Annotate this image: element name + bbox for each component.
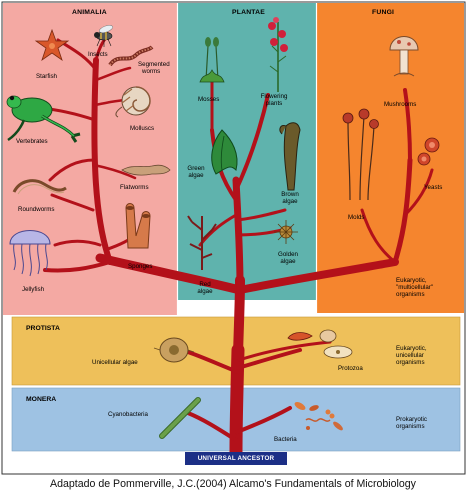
yeast-icon [417, 137, 440, 166]
label-golden-2: algae [280, 258, 296, 265]
flatworm-icon [121, 164, 171, 176]
label-prokaryotic-1: Prokaryotic [396, 416, 427, 423]
plantae-title: PLANTAE [232, 9, 265, 16]
label-insects: Insects [88, 51, 108, 58]
label-green-2: algae [188, 172, 204, 179]
label-brown-2: algae [282, 198, 298, 205]
flowering-plant-icon [268, 17, 288, 92]
label-mosses: Mosses [198, 96, 220, 103]
golden-algae-icon [274, 220, 298, 244]
insect-icon [94, 25, 113, 47]
green-algae-icon [211, 129, 238, 175]
bacteria-icon [294, 402, 343, 431]
label-flowering-2: plants [265, 100, 283, 107]
label-cyanobacteria: Cyanobacteria [108, 411, 148, 418]
label-mushrooms: Mushrooms [384, 101, 417, 108]
protozoa-icon [287, 329, 353, 359]
fungi-title: FUNGI [372, 9, 395, 16]
label-bacteria: Bacteria [274, 436, 297, 443]
label-protozoa: Protozoa [338, 365, 363, 372]
label-green-1: Green [187, 165, 205, 172]
moss-icon [199, 37, 225, 83]
brown-algae-icon [279, 122, 301, 191]
label-brown-1: Brown [281, 191, 299, 198]
label-segmented-worms-2: worms [142, 68, 161, 75]
red-algae-icon [187, 215, 217, 270]
label-eukaryotic-uni-1: Eukaryotic, [396, 345, 427, 352]
label-molds: Molds [348, 214, 365, 221]
protista-title: PROTISTA [26, 325, 60, 332]
label-red-2: algae [197, 288, 213, 295]
starfish-icon [34, 28, 70, 62]
unicellular-algae-icon [153, 337, 195, 363]
mollusc-icon [115, 86, 151, 118]
label-sponges: Sponges [128, 263, 153, 270]
segmented-worm-icon [108, 45, 154, 67]
label-segmented-worms-1: Segmented [138, 61, 170, 68]
universal-ancestor-label: UNIVERSAL ANCESTOR [185, 452, 287, 465]
sponge-icon [125, 203, 151, 249]
cyanobacteria-icon [159, 397, 201, 439]
label-golden-1: Golden [278, 251, 298, 258]
animalia-title: ANIMALIA [72, 9, 107, 16]
label-flatworms: Flatworms [120, 184, 149, 191]
label-vertebrates: Vertebrates [16, 138, 48, 145]
label-red-1: Red [199, 281, 211, 288]
label-eukaryotic-multi-2: "multicellular" [396, 284, 434, 291]
monera-title: MONERA [26, 396, 57, 403]
frog-vertebrate-icon [6, 95, 81, 143]
label-flowering-1: Flowering [260, 93, 288, 100]
label-yeasts: Yeasts [424, 184, 443, 191]
source-caption: Adaptado de Pommerville, J.C.(2004) Alca… [50, 478, 416, 490]
label-starfish: Starfish [36, 73, 57, 80]
mushroom-icon [389, 36, 419, 77]
label-prokaryotic-2: organisms [396, 423, 425, 430]
label-eukaryotic-multi-1: Eukaryotic, [396, 277, 427, 284]
label-jellyfish: Jellyfish [22, 286, 45, 293]
label-roundworms: Roundworms [18, 206, 55, 213]
label-eukaryotic-multi-3: organisms [396, 291, 425, 298]
label-molluscs: Molluscs [130, 125, 155, 132]
label-eukaryotic-uni-3: organisms [396, 359, 425, 366]
roundworm-icon [12, 179, 67, 195]
jellyfish-icon [9, 230, 51, 277]
mold-icon [342, 108, 379, 201]
label-unicellular-algae: Unicellular algae [92, 359, 138, 366]
label-eukaryotic-uni-2: unicellular [396, 352, 424, 359]
